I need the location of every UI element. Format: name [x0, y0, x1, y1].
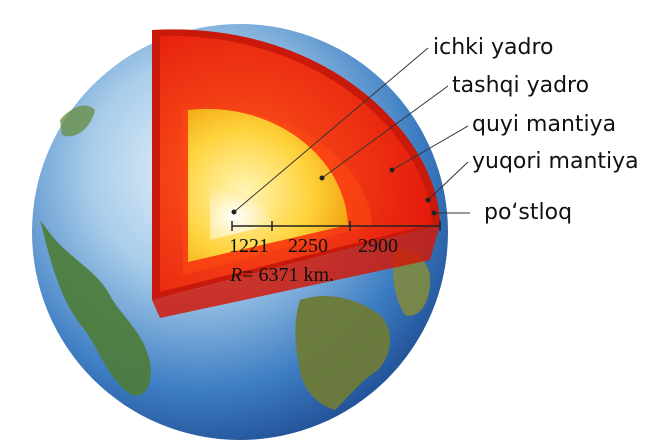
radius-symbol: R: [229, 264, 242, 286]
leader-inner-core: [233, 47, 429, 213]
label-inner-core: ichki yadro: [433, 35, 553, 60]
leader-dot-upper: [425, 197, 431, 203]
leader-upper-mantle: [427, 161, 469, 201]
label-crust: po‘stloq: [484, 200, 572, 225]
label-outer-core: tashqi yadro: [452, 73, 589, 98]
radius-label: R= 6371 km.: [229, 264, 334, 286]
inner-core: [210, 187, 272, 240]
scale-label-2250: 2250: [288, 235, 328, 257]
leader-dot-crust: [431, 210, 437, 216]
leader-outer-core: [321, 85, 449, 179]
leader-dot-lower: [389, 167, 395, 173]
continent-bottom-right: [295, 295, 390, 410]
label-upper-mantle: yuqori mantiya: [472, 149, 639, 174]
leader-lower-mantle: [391, 125, 469, 171]
continent-left-2: [60, 105, 95, 137]
scale-label-1221: 1221: [229, 235, 269, 257]
scale-label-2900: 2900: [358, 235, 398, 257]
label-lower-mantle: quyi mantiya: [472, 112, 616, 137]
wedge-floor: [152, 225, 440, 318]
leader-dot-outer: [319, 175, 325, 181]
radius-value: = 6371 km.: [242, 264, 334, 286]
continent-left: [40, 220, 151, 396]
leader-dot-inner: [231, 209, 237, 215]
